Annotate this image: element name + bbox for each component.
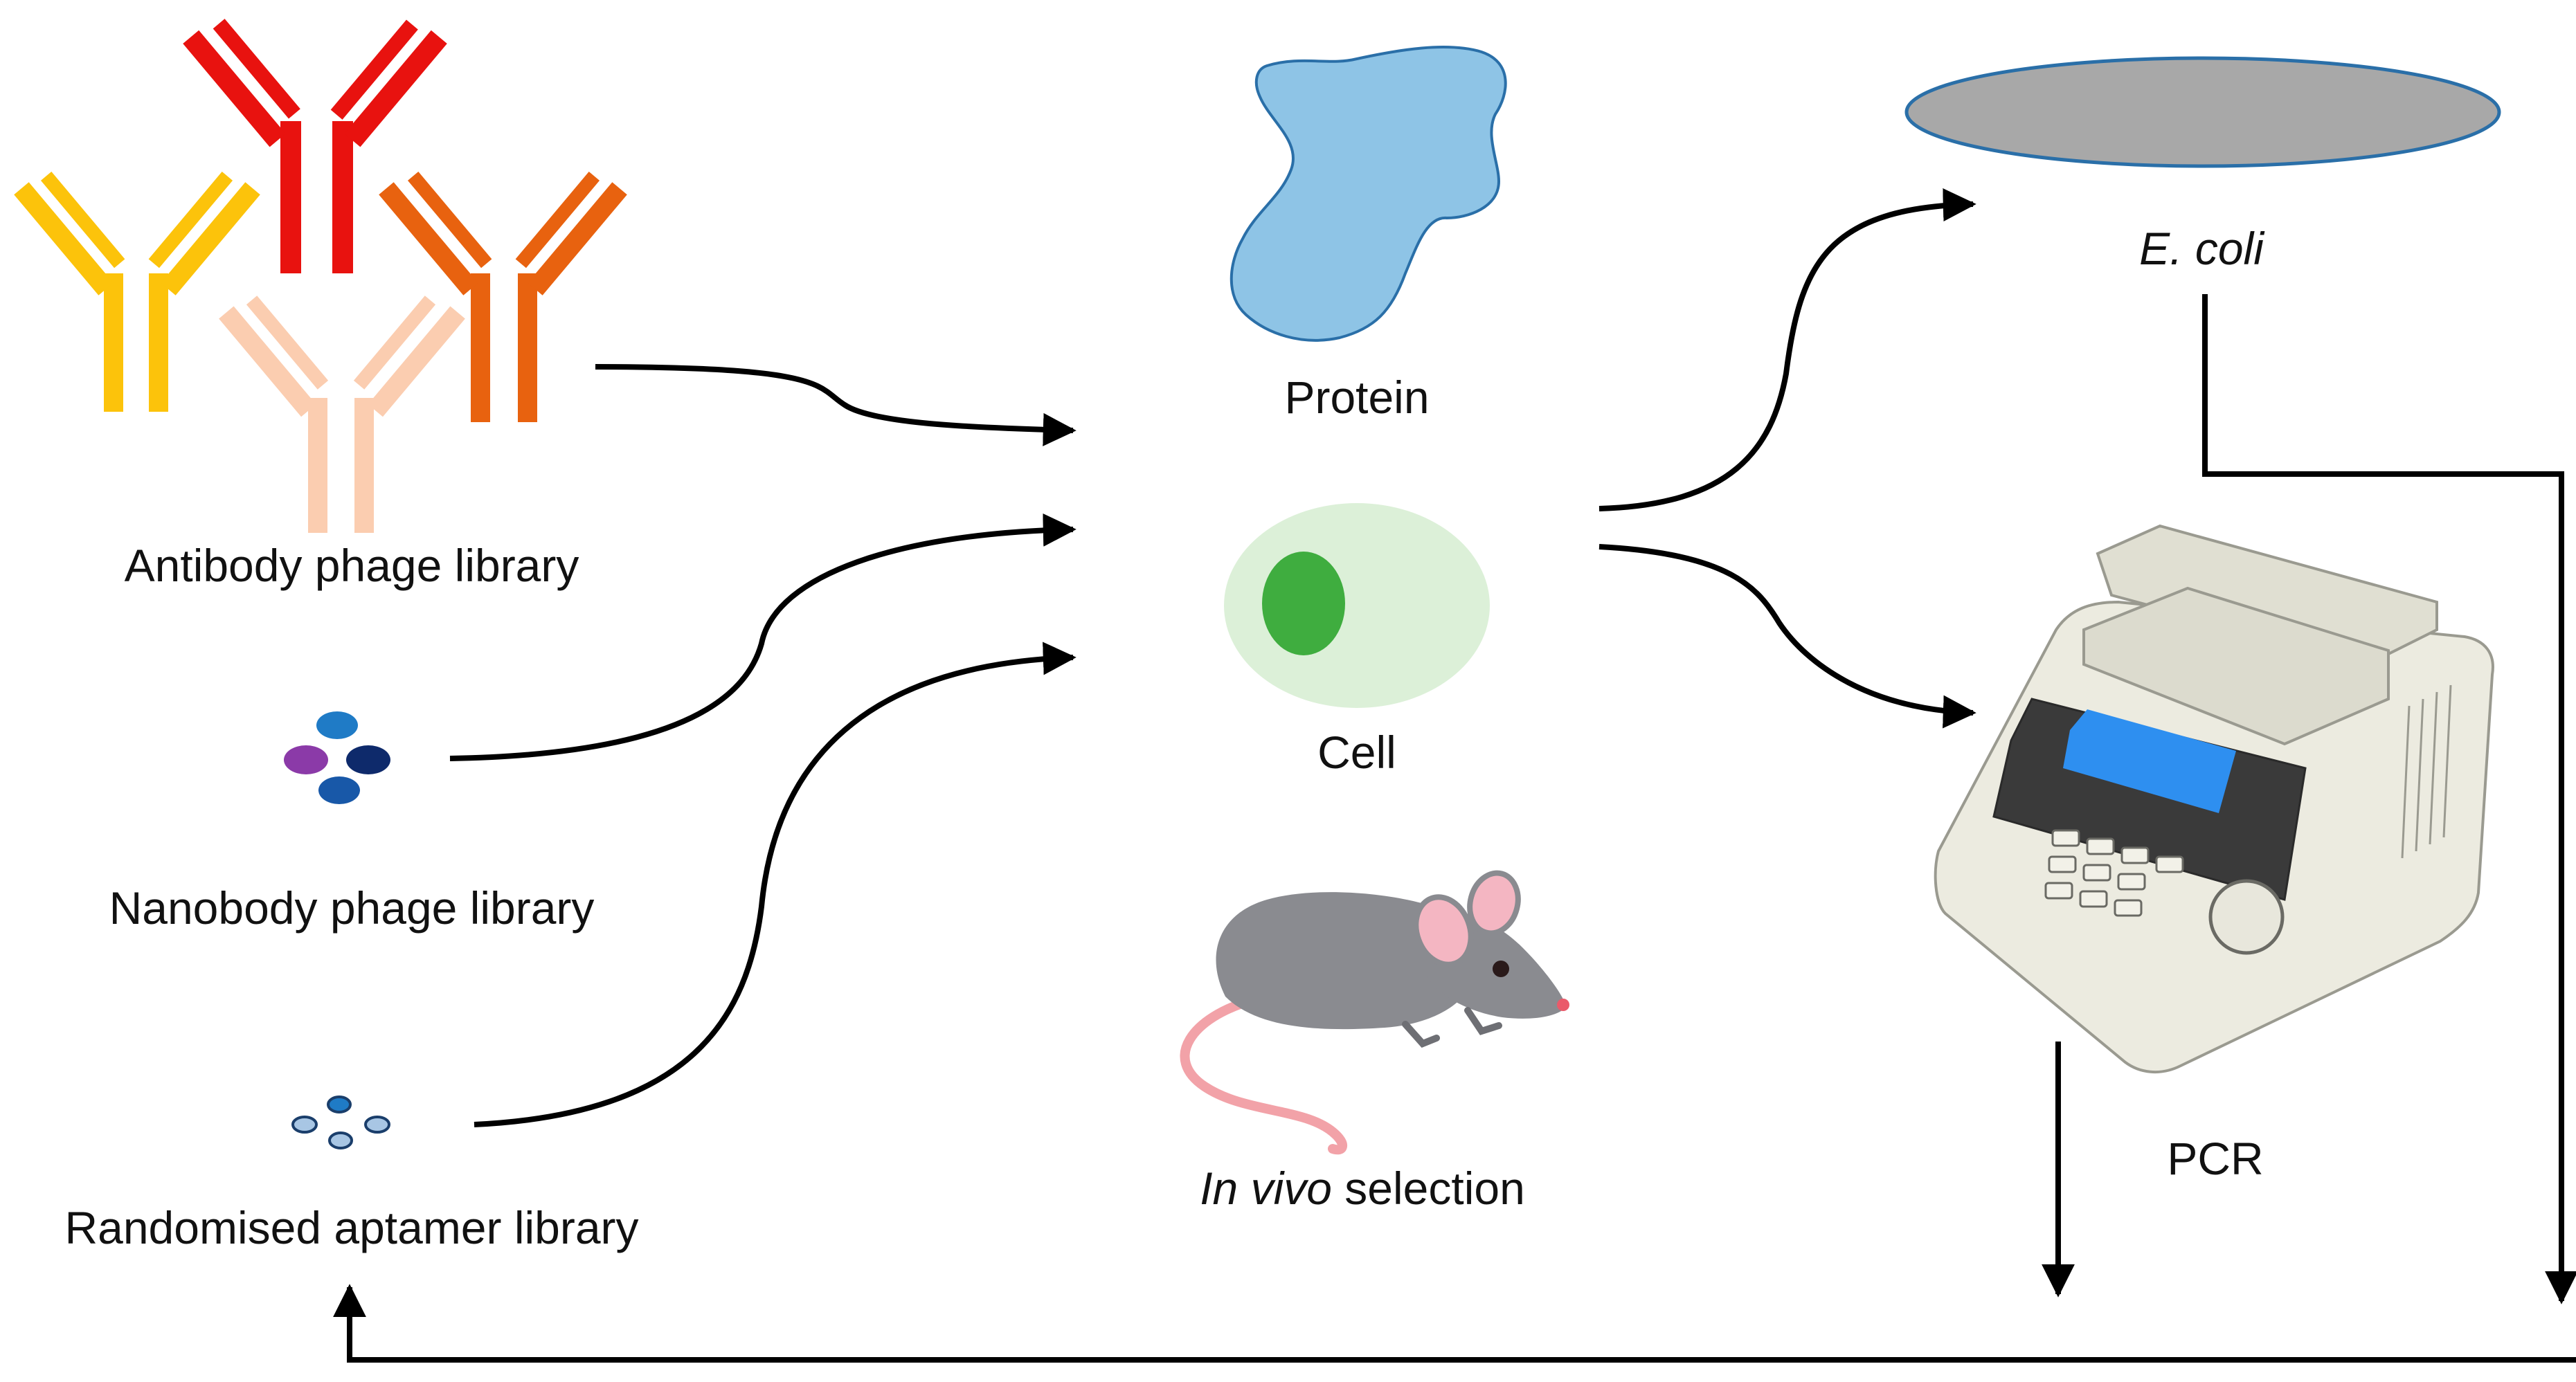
nanobody-arrow [449, 513, 1077, 761]
ecoli-return-arrow [2202, 294, 2576, 1304]
ecoli-label: E. coli [2139, 223, 2265, 274]
library-to-target-arrows [449, 364, 1077, 1127]
pcr-label: PCR [2167, 1133, 2263, 1184]
cell-label: Cell [1317, 727, 1396, 778]
nanobody-cluster-icon [284, 711, 390, 804]
nanobody-library-label: Nanobody phage library [109, 882, 595, 934]
yellow-antibody-icon [14, 171, 260, 412]
in-vivo-italic: In vivo [1200, 1163, 1332, 1214]
aptamer-dots-icon [291, 1095, 390, 1149]
protein-blob-icon [1230, 46, 1507, 342]
antibody-library-label: Antibody phage library [125, 540, 579, 591]
target-to-amplification-arrows [1598, 188, 1976, 729]
cell-icon [1224, 503, 1490, 708]
pcr-arrow [1598, 544, 1976, 729]
pcr-thermocycler-icon [1934, 524, 2494, 1074]
aptamer-library-label: Randomised aptamer library [64, 1202, 638, 1253]
pcr-keypad-icon [2044, 829, 2184, 917]
ecoli-plate-icon [1904, 56, 2501, 168]
antibody-icons [14, 19, 627, 533]
in-vivo-rest: selection [1332, 1163, 1525, 1214]
return-arrows [333, 294, 2576, 1363]
return-to-library-arrow [333, 1284, 2576, 1363]
aptamer-arrow [474, 642, 1077, 1127]
mouse-icon [1180, 870, 1569, 1155]
pcr-screen-icon [2063, 709, 2236, 813]
antibody-arrow [595, 364, 1077, 446]
in-vivo-label: In vivo selection [1200, 1163, 1525, 1214]
peach-antibody-icon [219, 296, 465, 533]
red-antibody-icon [183, 19, 447, 273]
pcr-dial-icon [2208, 879, 2285, 955]
orange-antibody-icon [379, 171, 627, 422]
protein-label: Protein [1284, 372, 1429, 423]
ecoli-arrow [1598, 188, 1976, 511]
